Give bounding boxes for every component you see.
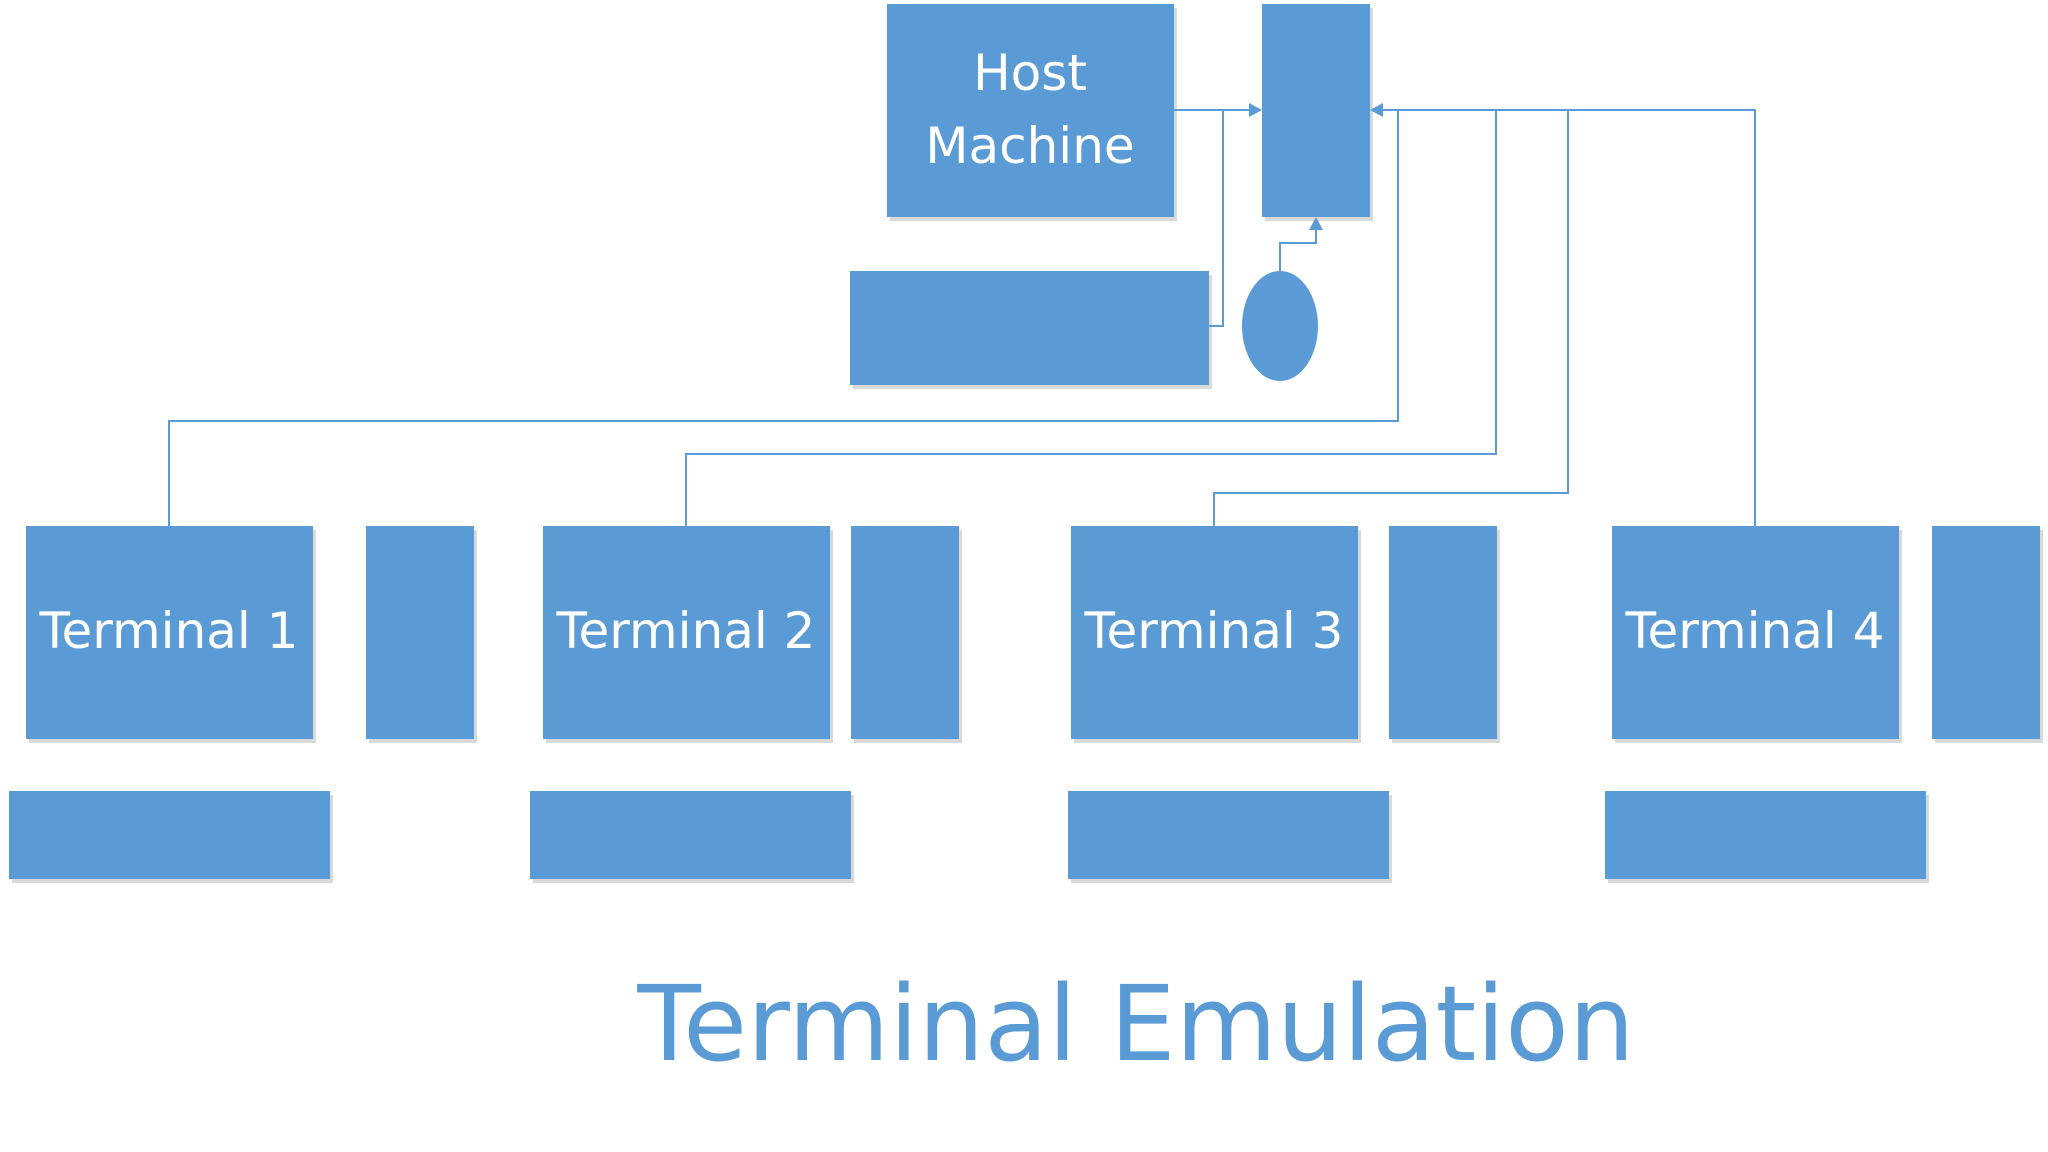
- terminal-group-3: Terminal 3: [1068, 526, 1500, 883]
- keyboard-to-tower-connector: [1209, 109, 1252, 327]
- terminal-3-monitor-box: [1071, 526, 1358, 739]
- terminal-2-keyboard-box: [530, 791, 851, 879]
- terminal-group-4: Terminal 4: [1605, 526, 2043, 883]
- terminal-3-tower-box: [1389, 526, 1497, 739]
- terminal-4-connector: [1380, 109, 1756, 526]
- host-machine-label-line1: Host: [973, 44, 1087, 102]
- tower-right-arrowhead: [1370, 103, 1383, 117]
- terminal-2-tower-box: [851, 526, 959, 739]
- host-machine-box: [887, 4, 1174, 217]
- host-machine-label-line2: Machine: [925, 117, 1134, 175]
- terminal-group-2: Terminal 2: [530, 526, 962, 883]
- terminal-group-1: Terminal 1: [9, 526, 477, 883]
- terminal-1-monitor-box: [26, 526, 313, 739]
- host-tower-box: [1262, 4, 1370, 217]
- connectors: [168, 103, 1756, 526]
- terminal-2-label: Terminal 2: [555, 602, 815, 660]
- tower-left-arrowhead: [1249, 103, 1262, 117]
- host-group: Host Machine: [850, 4, 1373, 389]
- terminal-3-label: Terminal 3: [1083, 602, 1343, 660]
- host-mouse-ellipse: [1242, 271, 1318, 381]
- terminal-1-label: Terminal 1: [38, 602, 298, 660]
- terminal-4-keyboard-box: [1605, 791, 1926, 879]
- terminal-4-monitor-box: [1612, 526, 1899, 739]
- host-keyboard-box: [850, 271, 1209, 385]
- terminal-1-tower-box: [366, 526, 474, 739]
- terminal-4-tower-box: [1932, 526, 2040, 739]
- terminal-4-label: Terminal 4: [1624, 602, 1884, 660]
- terminal-3-keyboard-box: [1068, 791, 1389, 879]
- terminal-1-keyboard-box: [9, 791, 330, 879]
- diagram-title: Terminal Emulation: [636, 963, 1634, 1085]
- mouse-to-tower-connector: [1279, 228, 1317, 271]
- terminal-1-connector: [168, 109, 1399, 526]
- tower-bottom-arrowhead: [1309, 217, 1323, 230]
- terminal-2-monitor-box: [543, 526, 830, 739]
